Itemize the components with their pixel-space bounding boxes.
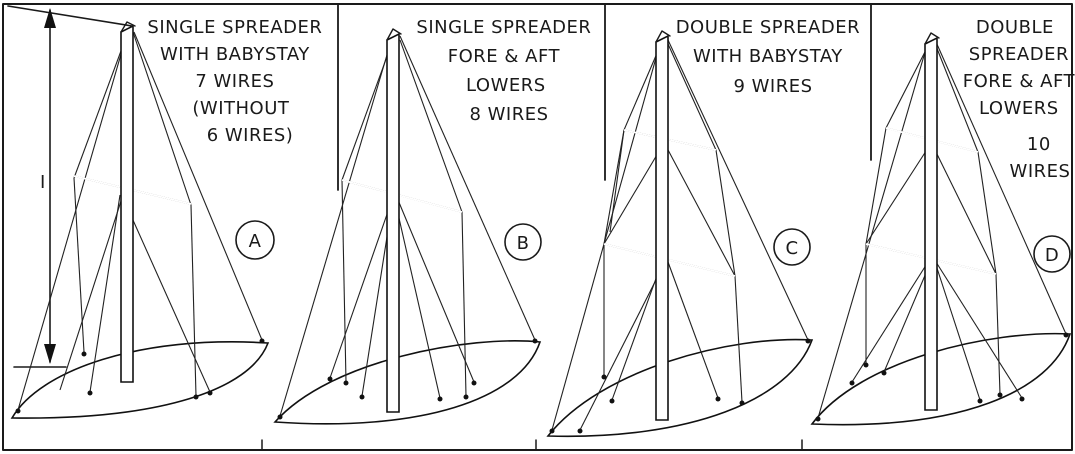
panel-d: D DOUBLE SPREADER FORE & AFT LOWERS 10 W… [810, 17, 1075, 426]
mast [924, 36, 938, 411]
dimension-label: I [40, 172, 46, 193]
hull [810, 332, 1072, 426]
standing-rigging [279, 35, 536, 417]
panel-b: B SINGLE SPREADER FORE & AFT LOWERS 8 WI… [273, 17, 597, 425]
panel-caption: SINGLE SPREADER WITH BABYSTAY 7 WIRES (W… [147, 17, 328, 146]
mast [655, 34, 669, 421]
outer-frame [2, 3, 1073, 451]
hull [546, 338, 814, 438]
dimension-i: I [7, 5, 133, 368]
standing-rigging [817, 41, 1067, 419]
panel-letter-circle [504, 223, 542, 261]
standing-rigging [551, 39, 809, 431]
mast [120, 24, 134, 383]
panel-letter: D [1045, 245, 1059, 266]
panel-a: I A S [7, 5, 328, 419]
panel-letter-circle [235, 220, 275, 260]
panel-letter: A [249, 231, 262, 252]
panel-c: C DOUBLE SPREADER WITH BABYSTAY 9 WIRES [546, 17, 867, 438]
panel-caption: DOUBLE SPREADER FORE & AFT LOWERS 10 WIR… [963, 17, 1075, 182]
mast [386, 32, 400, 413]
panel-caption: SINGLE SPREADER FORE & AFT LOWERS 8 WIRE… [416, 17, 597, 125]
panel-letter-circle [1033, 235, 1071, 273]
panel-letter: B [517, 233, 530, 254]
hull [10, 341, 270, 419]
hull [273, 340, 542, 425]
panel-letter-circle [773, 228, 811, 266]
standing-rigging [17, 29, 263, 411]
panel-letter: C [785, 238, 798, 259]
panel-caption: DOUBLE SPREADER WITH BABYSTAY 9 WIRES [676, 17, 867, 97]
